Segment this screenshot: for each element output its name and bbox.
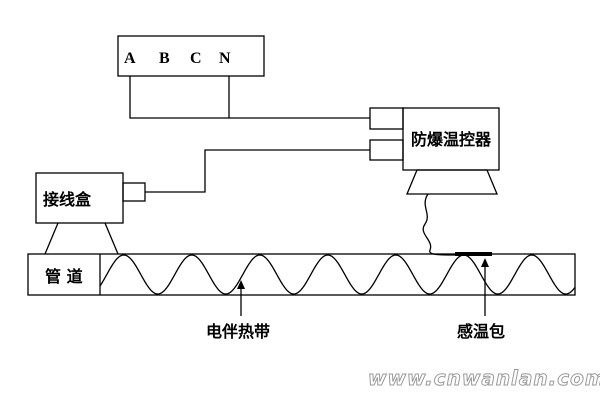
controller-label: 防爆温控器 bbox=[411, 130, 492, 149]
heating-cable-label: 电伴热带 bbox=[206, 322, 270, 341]
sensor-pointer bbox=[481, 258, 489, 316]
sensor-label: 感温包 bbox=[457, 322, 505, 341]
controller-power-port bbox=[369, 107, 404, 130]
sensor-arrow-head bbox=[481, 258, 489, 267]
power-supply-box: A B C N bbox=[117, 35, 265, 77]
controller-to-junction-wire bbox=[145, 149, 370, 193]
pipe: 管 道 bbox=[27, 253, 576, 296]
power-wire-a bbox=[129, 76, 370, 119]
watermark-text: www.cnwanlan.com bbox=[368, 366, 600, 390]
sensor-bulb bbox=[455, 252, 492, 256]
terminal-c-label: C bbox=[190, 50, 202, 67]
sensor-capillary bbox=[422, 193, 456, 256]
junction-box-connector bbox=[122, 182, 146, 202]
power-supply-box-frame bbox=[117, 35, 265, 77]
controller-mount bbox=[406, 169, 498, 195]
controller-output-port bbox=[369, 139, 404, 161]
junction-box-label: 接线盒 bbox=[43, 190, 92, 209]
pipe-label: 管 道 bbox=[45, 267, 83, 286]
junction-box: 接线盒 bbox=[35, 172, 146, 255]
heating-cable-arrow-head bbox=[237, 280, 245, 289]
terminal-b-label: B bbox=[159, 50, 170, 67]
junction-leg-right bbox=[104, 222, 119, 255]
terminal-n-label: N bbox=[219, 50, 231, 67]
heating-cable-wave bbox=[99, 254, 576, 295]
pipe-body bbox=[27, 253, 576, 296]
heating-cable-pointer bbox=[237, 280, 245, 316]
junction-leg-left bbox=[44, 222, 59, 255]
terminal-a-label: A bbox=[124, 50, 136, 67]
temperature-controller: 防爆温控器 bbox=[369, 107, 500, 195]
